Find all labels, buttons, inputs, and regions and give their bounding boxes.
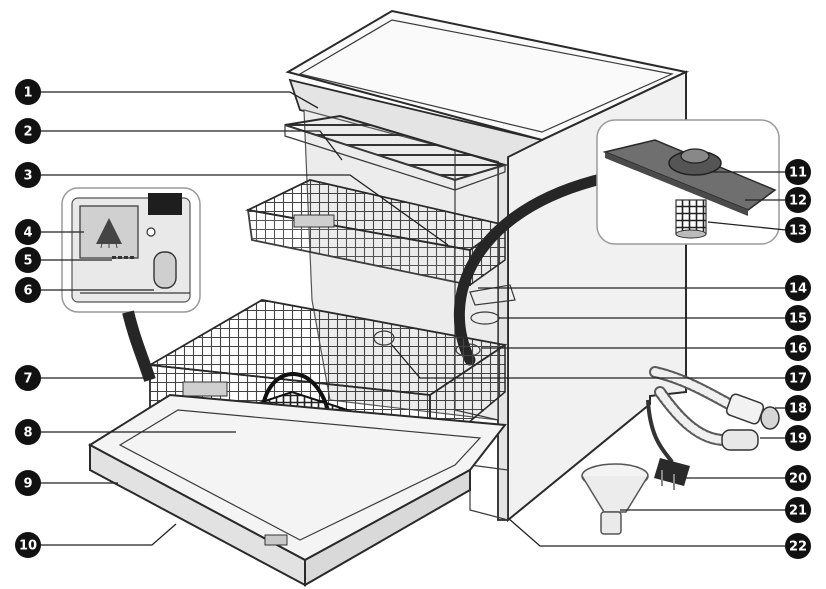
callout-4: 4 (15, 219, 41, 245)
callout-22: 22 (785, 533, 811, 559)
callout-number: 13 (789, 224, 807, 239)
callout-number: 10 (19, 539, 37, 554)
callout-12: 12 (785, 187, 811, 213)
callouts: 1 2 3 4 5 6 7 8 9 10 11 12 13 14 15 16 1… (15, 79, 811, 559)
callout-number: 7 (23, 372, 32, 387)
callout-number: 11 (789, 166, 807, 181)
callout-14: 14 (785, 275, 811, 301)
callout-8: 8 (15, 419, 41, 445)
kick-plate (469, 464, 509, 521)
callout-9: 9 (15, 470, 41, 496)
callout-21: 21 (785, 497, 811, 523)
external-hoses (649, 366, 780, 451)
leader-lines (40, 91, 787, 547)
callout-number: 21 (789, 504, 807, 519)
callout-number: 1 (23, 86, 32, 101)
callout-number: 9 (23, 477, 32, 492)
callout-number: 4 (23, 226, 32, 241)
callout-number: 12 (789, 194, 807, 209)
power-plug-icon (646, 399, 690, 490)
callout-number: 3 (23, 169, 32, 184)
callout-2: 2 (15, 118, 41, 144)
callout-17: 17 (785, 365, 811, 391)
callout-number: 18 (789, 402, 807, 417)
door (88, 393, 507, 587)
filter-assembly-inset (596, 119, 780, 245)
callout-1: 1 (15, 79, 41, 105)
callout-20: 20 (785, 465, 811, 491)
internal-hose (453, 172, 611, 366)
callout-18: 18 (785, 395, 811, 421)
callout-number: 8 (23, 426, 32, 441)
callout-number: 15 (789, 312, 807, 327)
detergent-dispenser-inset (61, 187, 201, 382)
callout-number: 2 (23, 125, 32, 140)
callout-number: 22 (789, 540, 807, 555)
callout-15: 15 (785, 305, 811, 331)
cutlery-tray (284, 114, 509, 191)
callout-number: 5 (23, 254, 32, 269)
callout-5: 5 (15, 247, 41, 273)
callout-number: 14 (789, 282, 807, 297)
callout-11: 11 (785, 159, 811, 185)
callout-number: 6 (23, 284, 32, 299)
callout-number: 19 (789, 432, 807, 447)
callout-6: 6 (15, 277, 41, 303)
funnel-icon (581, 463, 649, 535)
upper-rack (245, 179, 508, 287)
callout-number: 20 (789, 472, 807, 487)
callout-13: 13 (785, 217, 811, 243)
callout-10: 10 (15, 532, 41, 558)
callout-3: 3 (15, 162, 41, 188)
callout-number: 16 (789, 342, 807, 357)
callout-number: 17 (789, 372, 807, 387)
callout-19: 19 (785, 425, 811, 451)
callout-7: 7 (15, 365, 41, 391)
callout-16: 16 (785, 335, 811, 361)
